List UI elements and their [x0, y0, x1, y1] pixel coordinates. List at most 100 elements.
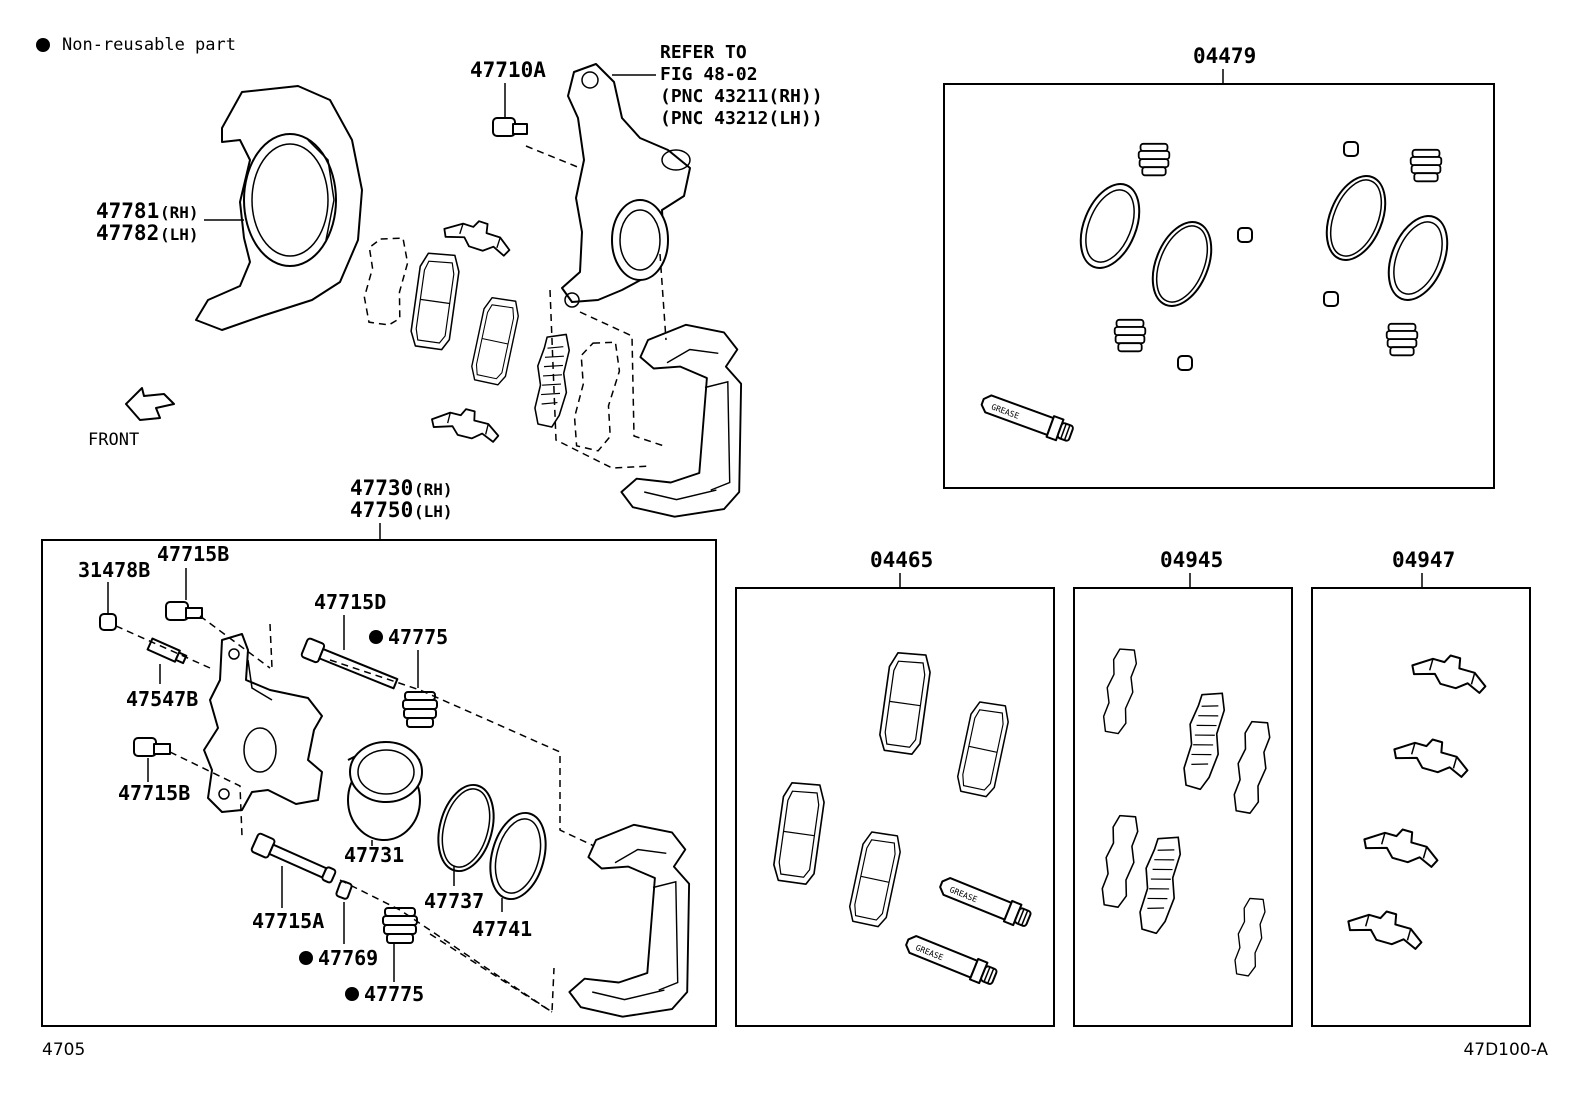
kit-04479-ring-left [1140, 212, 1224, 316]
bolt-47715B-top [165, 601, 203, 621]
kit-04947-clip-4 [1344, 901, 1428, 953]
kit-04465-pad-1 [876, 649, 934, 756]
part-47781-side: (RH) [160, 203, 199, 222]
front-label: FRONT [88, 430, 139, 450]
kit-04945-slotted-shim-2 [1134, 831, 1186, 937]
part-47710A-label: 47710A [470, 58, 546, 82]
kit-04465-grease-tube-1: GREASE [936, 872, 1034, 931]
refer-line3: (PNC 43211(RH)) [660, 86, 823, 107]
top-clip-lower [428, 400, 504, 446]
kit-04945-shim-2 [1229, 718, 1275, 816]
part-47715B-top-label: 47715B [157, 542, 229, 566]
refer-line4: (PNC 43212(LH)) [660, 108, 823, 129]
kit-04465-pad-2 [954, 698, 1013, 799]
kit-04479-cap-2 [1177, 355, 1193, 371]
caliper-flow-7 [429, 933, 553, 1013]
kit-04479-cap-4 [1323, 291, 1339, 307]
part-47547B-label: 47547B [126, 687, 198, 711]
part-47741-label: 47741 [472, 917, 532, 941]
top-pad-outer [408, 250, 462, 352]
footer-left-code: 4705 [42, 1040, 85, 1060]
part-47781-label: 47781 [96, 199, 159, 223]
kit-04945-shim-4 [1230, 895, 1270, 978]
top-shim-outer [363, 237, 409, 326]
non-reusable-47769-icon [299, 951, 313, 965]
pin-boot-47775-bottom [382, 907, 418, 944]
kit-04945-box [1073, 587, 1293, 1027]
caliper-flow-1 [115, 625, 211, 669]
kit-04947-label: 04947 [1392, 548, 1455, 572]
part-47782-label: 47782 [96, 221, 159, 245]
front-arrow-icon [125, 387, 175, 421]
kit-04479-boot-3 [1113, 318, 1147, 353]
footer-right-code: 47D100-A [1463, 1040, 1548, 1060]
refer-line2: FIG 48-02 [660, 64, 758, 85]
part-31478B-label: 31478B [78, 558, 150, 582]
kit-04479-boot-1 [1137, 142, 1171, 177]
top-clip-upper [440, 210, 516, 260]
kit-04479-grease-tube: GREASE [977, 390, 1076, 446]
kit-04945-label: 04945 [1160, 548, 1223, 572]
caliper-flow-4 [329, 659, 595, 847]
caliper-body [203, 633, 323, 813]
caliper-title-2: 47750 [350, 498, 413, 522]
non-reusable-47775-bottom-icon [345, 987, 359, 1001]
top-shim-inner [573, 341, 621, 452]
caliper-mount-bracket [568, 823, 691, 1018]
bleeder-plug-47547B [146, 637, 188, 665]
pin-boot-47775-top [402, 691, 438, 728]
bolt-47715B-bottom [133, 737, 171, 757]
part-47769-label: 47769 [318, 946, 378, 970]
kit-04947-clip-3 [1360, 819, 1444, 871]
kit-04947-box [1311, 587, 1531, 1027]
caliper-title-1-side: (RH) [414, 480, 453, 499]
kit-04465-box [735, 587, 1055, 1027]
kit-04945-shim-3 [1097, 812, 1143, 910]
bleeder-cap-47769 [335, 880, 353, 900]
caliper-title-1: 47730 [350, 476, 413, 500]
non-reusable-47775-top-icon [369, 630, 383, 644]
bleeder-cap-31478B [99, 613, 117, 631]
kit-04479-seal-right [1376, 206, 1460, 310]
slide-pin-47715D [300, 637, 399, 690]
kit-04479-ring-right [1314, 166, 1398, 270]
non-reusable-marker-icon [36, 38, 50, 52]
part-47782-side: (LH) [160, 225, 199, 244]
kit-04947-clip-1 [1408, 645, 1492, 697]
kit-04465-label: 04465 [870, 548, 933, 572]
caliper-assembly-box [41, 539, 717, 1027]
caliper-flow-6 [339, 879, 555, 1014]
part-47715B-bottom-label: 47715B [118, 781, 190, 805]
kit-04479-seal-left [1068, 174, 1152, 278]
caliper-flow-2 [199, 615, 271, 669]
flow-line-3 [579, 311, 665, 447]
kit-04945-shim-1 [1099, 645, 1141, 736]
refer-line1: REFER TO [660, 42, 747, 63]
top-mount-bracket [620, 323, 743, 518]
kit-04479-boot-4 [1385, 322, 1419, 357]
part-47775-top-label: 47775 [388, 625, 448, 649]
top-pad-inner [468, 294, 522, 387]
kit-04945-slotted-shim-1 [1178, 687, 1230, 793]
caliper-title-2-side: (LH) [414, 502, 453, 521]
kit-04479-cap-1 [1237, 227, 1253, 243]
part-47715A-label: 47715A [252, 909, 324, 933]
kit-04479-box [943, 83, 1495, 489]
steering-knuckle [561, 63, 691, 308]
kit-04465-pad-4 [846, 828, 905, 929]
kit-04479-label: 04479 [1193, 44, 1256, 68]
flow-line-1 [525, 145, 581, 169]
slide-pin-47715A [250, 832, 337, 884]
legend-text: Non-reusable part [62, 35, 236, 55]
top-slotted-shim [530, 331, 574, 429]
kit-04465-pad-3 [770, 779, 828, 886]
part-47715D-label: 47715D [314, 590, 386, 614]
part-47775-bottom-label: 47775 [364, 982, 424, 1006]
caliper-flow-5 [169, 751, 243, 837]
part-47737-label: 47737 [424, 889, 484, 913]
caliper-flow-3 [269, 623, 273, 669]
bolt-47710A [492, 117, 528, 137]
piston-47731 [347, 741, 423, 841]
kit-04479-cap-3 [1343, 141, 1359, 157]
